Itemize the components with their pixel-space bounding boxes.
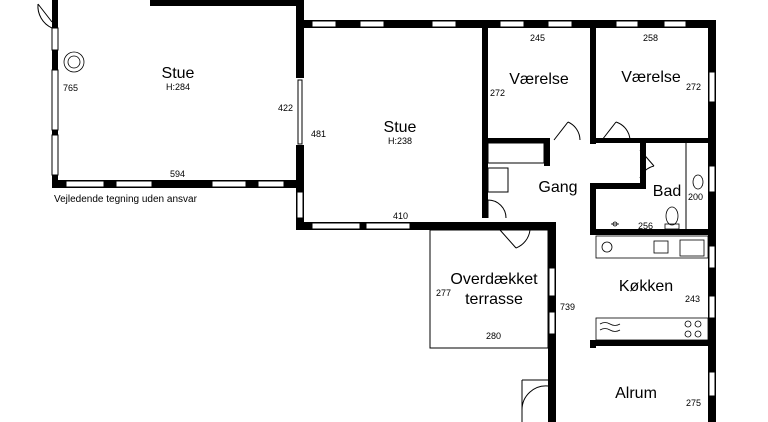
room-terrasse-line-2: terrasse [465, 291, 523, 308]
room-stue-1: Stue [162, 65, 195, 82]
dim-200: 200 [688, 192, 703, 202]
dim-765: 765 [63, 83, 78, 93]
room-gang: Gang [538, 179, 577, 196]
kitchen-counter-bottom [595, 317, 709, 341]
room-stue-2-height: H:238 [388, 136, 412, 146]
dim-258: 258 [643, 33, 658, 43]
dimension-labels: 765 422 594 481 410 245 258 272 272 200 … [63, 33, 703, 408]
dim-594: 594 [170, 169, 185, 179]
dim-256: 256 [638, 221, 653, 231]
room-stue-2: Stue [384, 119, 417, 136]
stove-icon [63, 51, 85, 73]
room-vaerelse-1: Værelse [509, 71, 569, 88]
windows [51, 20, 716, 397]
room-alrum: Alrum [615, 385, 657, 402]
dim-277: 277 [436, 288, 451, 298]
shower-icon [611, 221, 619, 227]
dim-245: 245 [530, 33, 545, 43]
dim-243: 243 [685, 294, 700, 304]
washbasin-icon [692, 174, 704, 190]
dim-272-a: 272 [490, 88, 505, 98]
kitchen-counter-top [595, 235, 709, 259]
room-terrasse-line-1: Overdækket [450, 271, 538, 288]
dim-481: 481 [311, 129, 326, 139]
room-bad: Bad [653, 183, 681, 200]
dim-275: 275 [686, 398, 701, 408]
dim-272-b: 272 [686, 82, 701, 92]
disclaimer-note: Vejledende tegning uden ansvar [54, 194, 198, 205]
room-labels: Stue H:284 Stue H:238 Værelse Værelse Ga… [162, 65, 682, 402]
room-stue-1-height: H:284 [166, 82, 190, 92]
toilet-icon [664, 206, 680, 230]
doors [37, 3, 655, 422]
walls [52, 0, 716, 422]
dim-422: 422 [278, 103, 293, 113]
fixtures [63, 51, 709, 341]
room-vaerelse-2: Værelse [621, 69, 681, 86]
room-koekken: Køkken [619, 278, 673, 295]
dim-280: 280 [486, 331, 501, 341]
dim-739: 739 [560, 302, 575, 312]
dim-410: 410 [393, 211, 408, 221]
interior-lines [429, 142, 687, 349]
